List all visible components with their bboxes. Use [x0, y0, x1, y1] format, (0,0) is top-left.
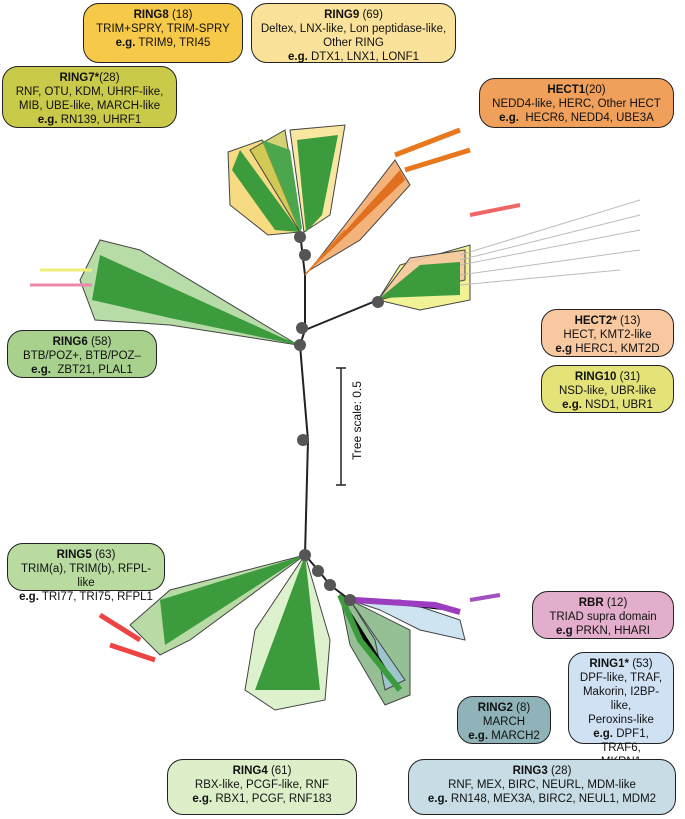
- rbr-count: (12): [606, 597, 628, 609]
- rbr-eg-label: e.g: [556, 625, 573, 637]
- ring6-types: BTB/POZ+, BTB/POZ–: [23, 350, 141, 362]
- ring1-types-2: Makorin, I2BP-like,: [582, 686, 660, 712]
- ring2-eg-label: e.g.: [468, 730, 489, 742]
- ring8-eg-label: e.g.: [115, 37, 136, 49]
- hect1-count: (20): [585, 84, 606, 96]
- ring9-eg-label: e.g.: [287, 51, 308, 63]
- ring1-name: RING1*: [589, 658, 629, 670]
- ring10-eg-label: e.g.: [562, 399, 582, 411]
- ring8-clade: [227, 139, 301, 236]
- scale-bar: [336, 367, 346, 486]
- ring3-name: RING3: [512, 765, 548, 777]
- ring3-box: RING3 (28) RNF, MEX, BIRC, NEURL, MDM-li…: [408, 759, 676, 815]
- ring10-box: RING10 (31) NSD-like, UBR-like e.g. NSD1…: [541, 365, 674, 413]
- ring3-eg-label: e.g.: [427, 793, 448, 805]
- ring2-box: RING2 (8) MARCH e.g. MARCH2: [457, 696, 551, 744]
- ring8-eg: TRIM9, TRI45: [138, 37, 211, 49]
- ring9-name: RING9: [324, 9, 360, 21]
- ring7-count: (28): [99, 72, 120, 84]
- hect2-types: HECT, KMT2-like: [563, 329, 652, 341]
- ring5-eg: TRI77, TRI75, RFPL1: [41, 591, 153, 603]
- ring5-box: RING5 (63) TRIM(a), TRIM(b), RFPL-like e…: [7, 543, 165, 603]
- ring8-box: RING8 (18) TRIM+SPRY, TRIM-SPRY e.g. TRI…: [83, 3, 243, 63]
- ring4-box: RING4 (61) RBX-like, PCGF-like, RNF e.g.…: [167, 759, 357, 815]
- ring9-box: RING9 (69) Deltex, LNX-like, Lon peptida…: [251, 3, 456, 63]
- ring10-eg: NSD1, UBR1: [585, 399, 653, 411]
- hect1-eg-label: e.g.: [499, 112, 519, 124]
- rbr-name: RBR: [578, 597, 604, 609]
- ring2-count: (8): [516, 702, 531, 714]
- hect2-box: HECT2* (13) HECT, KMT2-like e.g HERC1, K…: [541, 309, 674, 357]
- ring1-types-1: DPF-like, TRAF,: [579, 672, 663, 684]
- ring7-eg: RN139, UHRF1: [60, 114, 142, 126]
- ring4-clade: [244, 553, 331, 711]
- ring7-name: RING7*: [59, 72, 100, 84]
- ring9-clade: [289, 124, 346, 233]
- ring5-name: RING5: [56, 549, 92, 561]
- tree-scale-label: Tree scale: 0.5: [350, 381, 364, 460]
- hect2-count: (13): [619, 315, 641, 327]
- tree-branches-colored: [199, 229, 346, 621]
- ring4-name: RING4: [232, 765, 268, 777]
- ring7-clade: [249, 129, 302, 234]
- ring8-types: TRIM+SPRY, TRIM-SPRY: [96, 23, 230, 35]
- ring10-name: RING10: [574, 371, 617, 383]
- ring10-count: (31): [619, 371, 641, 383]
- ring1-eg-label: e.g.: [593, 728, 613, 740]
- ring6-eg-label: e.g.: [31, 364, 51, 376]
- ring6-clade: [30, 239, 299, 346]
- ring5-count: (63): [94, 549, 116, 561]
- rbr-box: RBR (12) TRIAD supra domain e.g PRKN, HH…: [532, 591, 674, 639]
- hect2-eg: HERC1, KMT2D: [575, 343, 660, 355]
- hect1-name: HECT1: [547, 84, 586, 96]
- ring7-eg-label: e.g.: [37, 114, 58, 126]
- ring4-count: (61): [270, 765, 292, 777]
- hect2-name: HECT2*: [574, 315, 617, 327]
- ring7-box: RING7*(28) RNF, OTU, KDM, UHRF-like, MIB…: [2, 66, 177, 128]
- ring4-eg-label: e.g.: [192, 793, 213, 805]
- ring6-count: (58): [90, 336, 112, 348]
- ring1-types-3: Peroxins-like: [588, 714, 654, 726]
- ring2-eg: MARCH2: [491, 730, 540, 742]
- hect1-eg: HECR6, NEDD4, UBE3A: [525, 112, 654, 124]
- hect1-types: NEDD4-like, HERC, Other HECT: [492, 98, 661, 110]
- ring1-eg: DPF1, TRAF6,: [601, 728, 649, 754]
- ring6-name: RING6: [52, 336, 88, 348]
- ring4-types: RBX-like, PCGF-like, RNF: [194, 779, 330, 791]
- hect2-ring10-clade: [376, 199, 641, 311]
- ring5-types: TRIM(a), TRIM(b), RFPL-like: [20, 563, 152, 589]
- ring9-types-2: Other RING: [323, 37, 384, 49]
- ring3-types: RNF, MEX, BIRC, NEURL, MDM-like: [448, 779, 636, 791]
- tree-nodes: [294, 231, 384, 606]
- ring9-eg: DTX1, LNX1, LONF1: [311, 51, 420, 63]
- ring7-types-2: MIB, UBE-like, MARCH-like: [18, 100, 161, 112]
- ring10-types: NSD-like, UBR-like: [558, 385, 657, 397]
- hect1-clade: [309, 127, 471, 271]
- ring7-types-1: RNF, OTU, KDM, UHRF-like,: [15, 86, 164, 98]
- ring5-clade: [98, 554, 306, 663]
- ring1-box: RING1* (53) DPF-like, TRAF, Makorin, I2B…: [568, 652, 674, 768]
- ring6-box: RING6 (58) BTB/POZ+, BTB/POZ– e.g. ZBT21…: [7, 330, 157, 378]
- rbr-eg: PRKN, HHARI: [575, 625, 650, 637]
- rbr-types: TRIAD supra domain: [549, 611, 657, 623]
- ring6-eg: ZBT21, PLAL1: [57, 364, 133, 376]
- ring3-eg: RN148, MEX3A, BIRC2, NEUL1, MDM2: [450, 793, 657, 805]
- ring2-types: MARCH: [482, 716, 526, 728]
- hect1-box: HECT1(20) NEDD4-like, HERC, Other HECT e…: [479, 78, 674, 128]
- ring9-count: (69): [362, 9, 383, 21]
- hect2-eg-label: e.g: [555, 343, 573, 355]
- ring4-eg: RBX1, PCGF, RNF183: [215, 793, 332, 805]
- ring2-name: RING2: [477, 702, 513, 714]
- ring1-count: (53): [632, 658, 653, 670]
- ring8-name: RING8: [133, 9, 169, 21]
- ring8-count: (18): [171, 9, 193, 21]
- tree-branches: [299, 231, 379, 601]
- ring9-types-1: Deltex, LNX-like, Lon peptidase-like,: [260, 23, 447, 35]
- ring5-eg-label: e.g.: [19, 591, 39, 603]
- ring3-count: (28): [550, 765, 572, 777]
- ring3-ring2-ring1-clade: [337, 593, 501, 706]
